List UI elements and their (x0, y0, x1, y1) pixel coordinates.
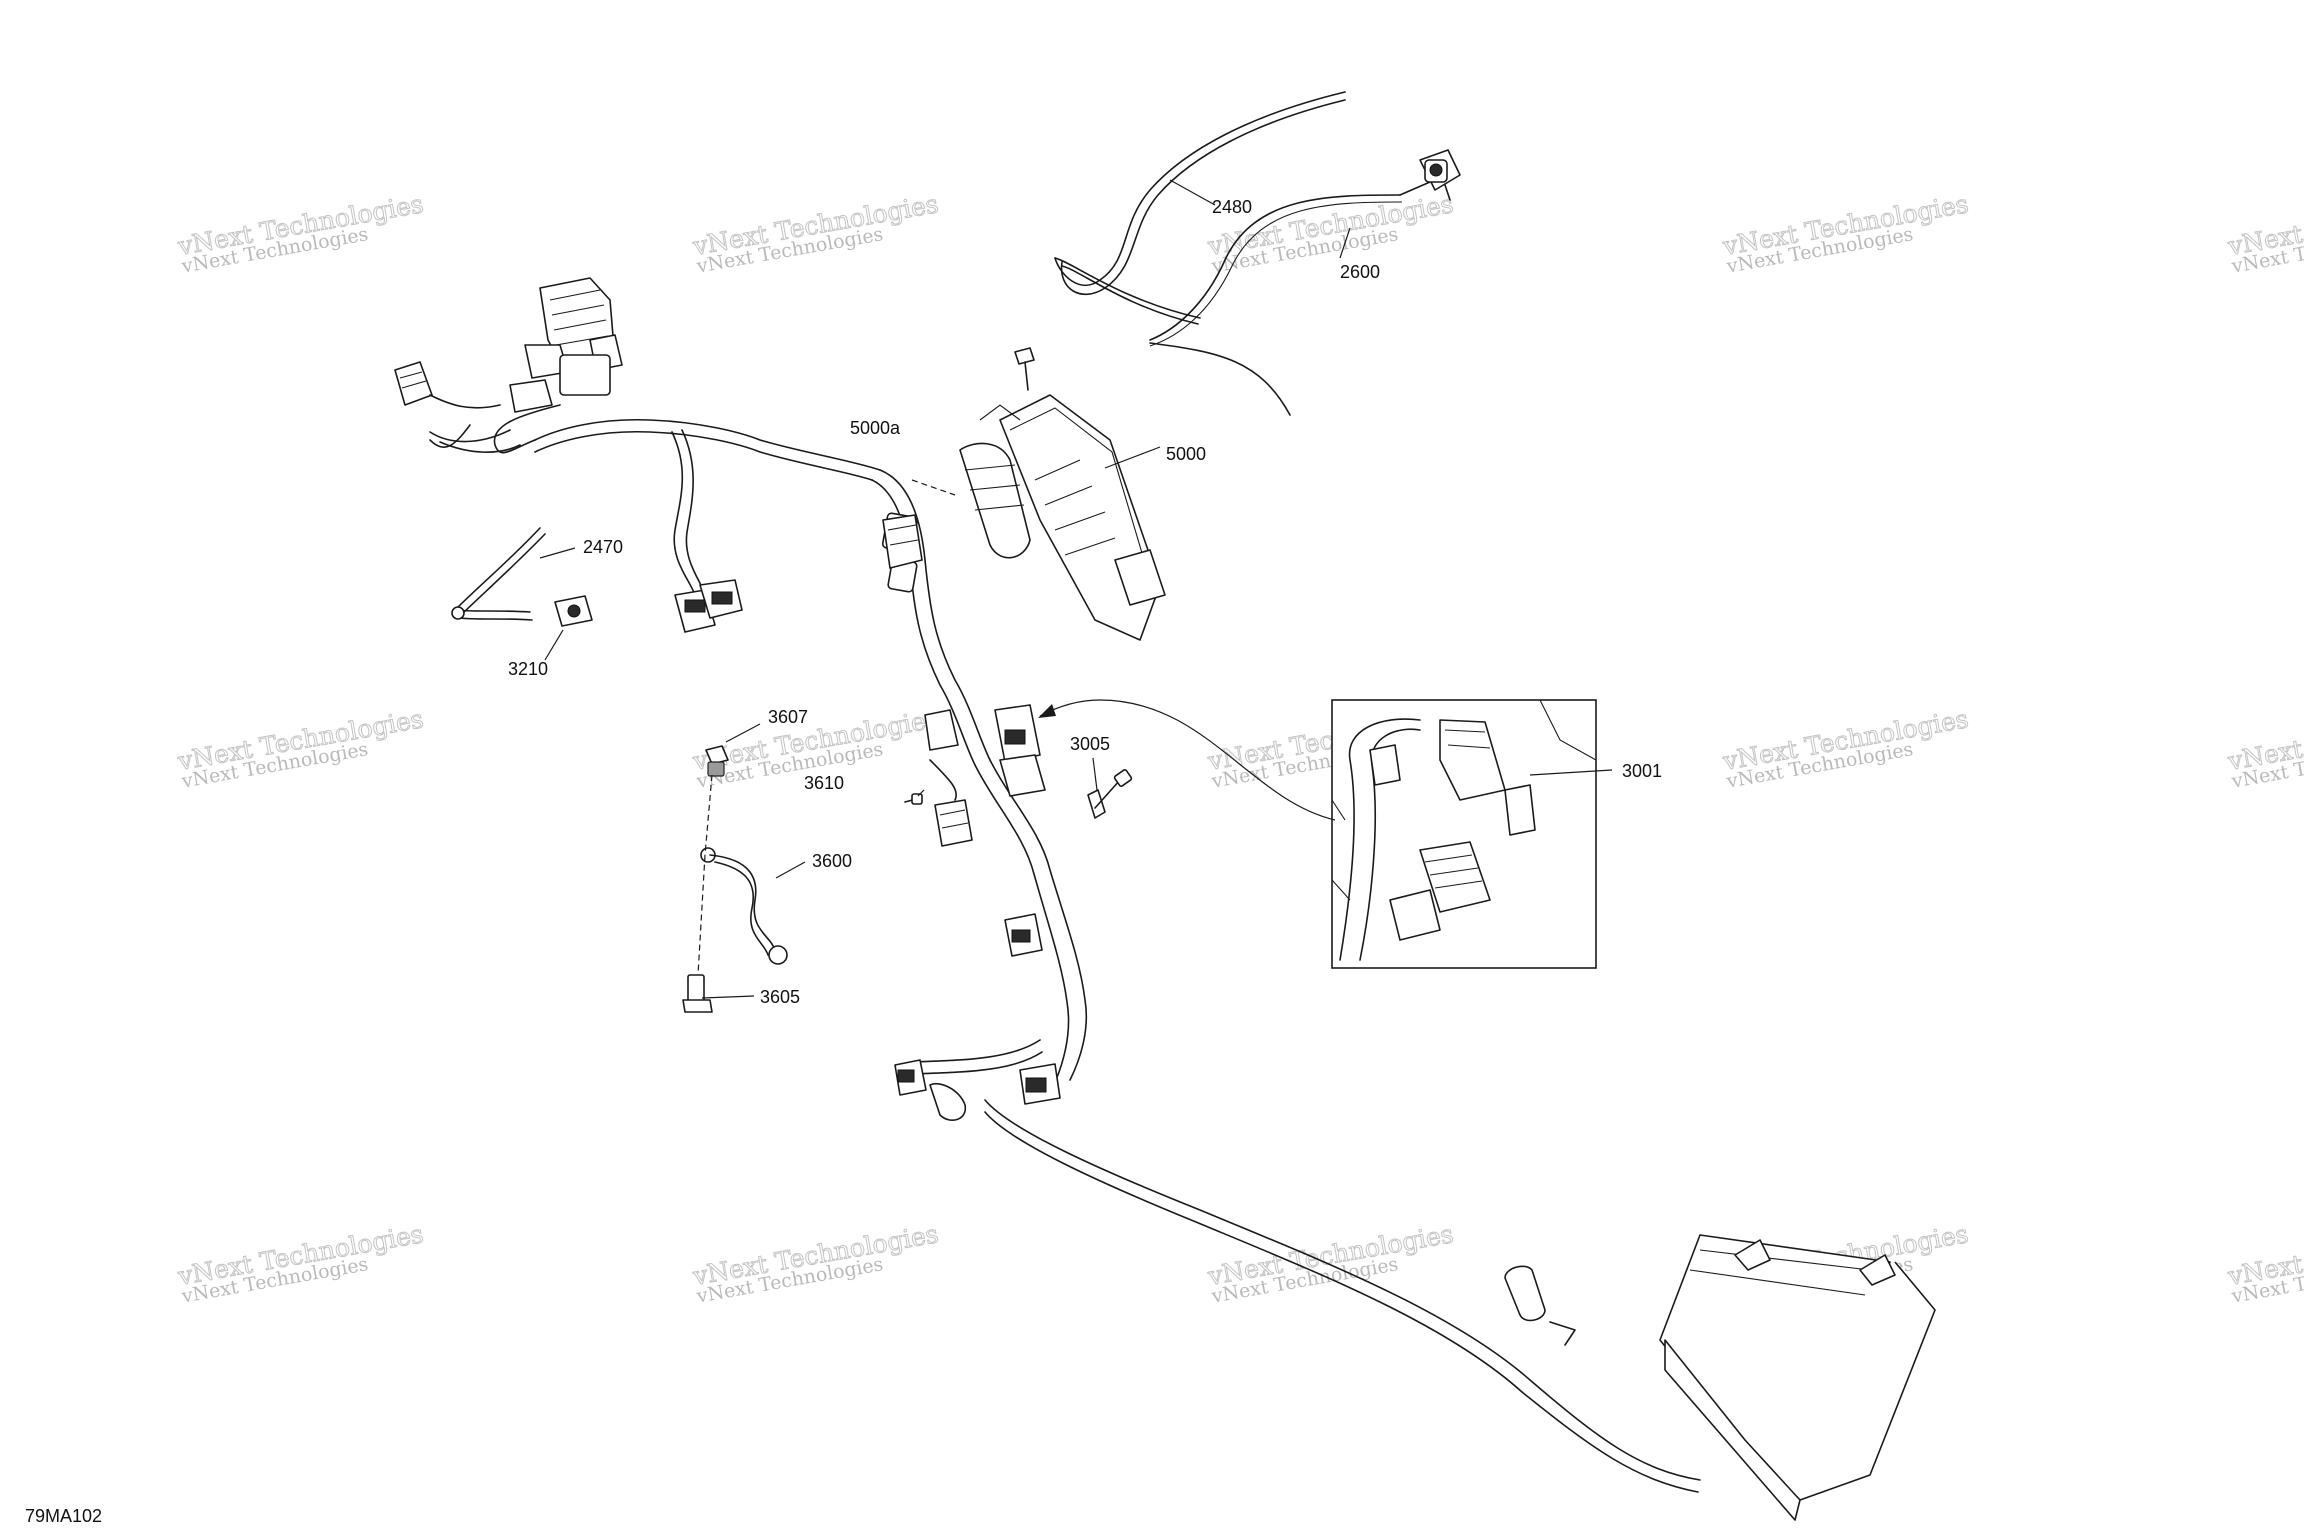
callout-2470[interactable]: 2470 (583, 537, 623, 557)
callout-3607[interactable]: 3607 (768, 707, 808, 727)
watermark: vNext Technologies vNext Technologies (2225, 704, 2304, 793)
watermark: vNext Technologies vNext Technologies (175, 189, 427, 278)
callout-2600[interactable]: 2600 (1340, 262, 1380, 282)
watermark: vNext Technologies vNext Technologies (2225, 189, 2304, 278)
callout-3605[interactable]: 3605 (760, 987, 800, 1007)
connector-cluster-left[interactable] (394, 277, 623, 413)
bolt-3605[interactable] (682, 974, 713, 1013)
connector-lower-left[interactable] (894, 1059, 966, 1121)
callout-3600[interactable]: 3600 (812, 851, 852, 871)
connector-group-3610[interactable] (924, 709, 973, 847)
ecm-module-5000[interactable] (959, 394, 1166, 641)
main-wiring-harness[interactable] (429, 404, 1701, 1493)
battery-terminal-cap[interactable] (1504, 1265, 1576, 1346)
connector-3005-area[interactable] (994, 704, 1046, 797)
leader-5000a (911, 479, 956, 496)
callout-3210[interactable]: 3210 (508, 659, 548, 679)
detail-arrow-curve (1039, 699, 1336, 821)
watermark: vNext Technologies vNext Technologies (1720, 189, 1972, 278)
watermark: vNext Technologies vNext Technologies (2225, 1219, 2304, 1308)
screw-3610[interactable] (904, 793, 923, 805)
ground-cable-3600[interactable] (700, 847, 788, 965)
sensor-3210[interactable] (554, 595, 593, 627)
watermark: vNext Technologies vNext Technologies (175, 704, 427, 793)
callout-2480[interactable]: 2480 (1212, 197, 1252, 217)
watermark: vNext Technologies vNext Technologies (1720, 704, 1972, 793)
drawing-code: 79MA102 (25, 1506, 102, 1526)
wire-2600[interactable] (1149, 181, 1431, 416)
bolt-3005[interactable] (1087, 769, 1133, 819)
callout-3610[interactable]: 3610 (804, 773, 844, 793)
assembly-path-3600 (697, 774, 713, 976)
watermark: vNext Technologies vNext Technologies (1205, 1219, 1457, 1308)
connector-pair-middle[interactable] (674, 579, 743, 633)
detail-inset-3001 (1331, 699, 1597, 969)
detail-arrowhead (1038, 704, 1056, 718)
watermark: vNext Technologies vNext Technologies (690, 189, 942, 278)
callout-5000[interactable]: 5000 (1166, 444, 1206, 464)
nut-3607[interactable] (705, 745, 729, 777)
sensor-connector-2600[interactable] (1419, 149, 1461, 201)
hose-2480[interactable] (1054, 91, 1346, 325)
battery[interactable] (1659, 1234, 1936, 1521)
leader-lines (539, 179, 1613, 999)
connector-lower-mid[interactable] (1004, 913, 1043, 957)
ecm-connector-5000a[interactable] (882, 514, 923, 569)
callout-3001[interactable]: 3001 (1622, 761, 1662, 781)
callout-5000a[interactable]: 5000a (850, 418, 901, 438)
hose-2470[interactable] (451, 527, 546, 621)
watermark: vNext Technologies vNext Technologies (690, 1219, 942, 1308)
callout-labels: 2480 2600 5000a 5000 2470 3210 3607 3610… (508, 197, 1662, 1007)
callout-3005[interactable]: 3005 (1070, 734, 1110, 754)
watermark: vNext Technologies vNext Technologies (175, 1219, 427, 1308)
connector-lower-right[interactable] (1019, 1063, 1061, 1105)
watermarks: vNext Technologies vNext Technologies vN… (175, 189, 2304, 1308)
ecm-bolt[interactable] (1014, 347, 1035, 391)
